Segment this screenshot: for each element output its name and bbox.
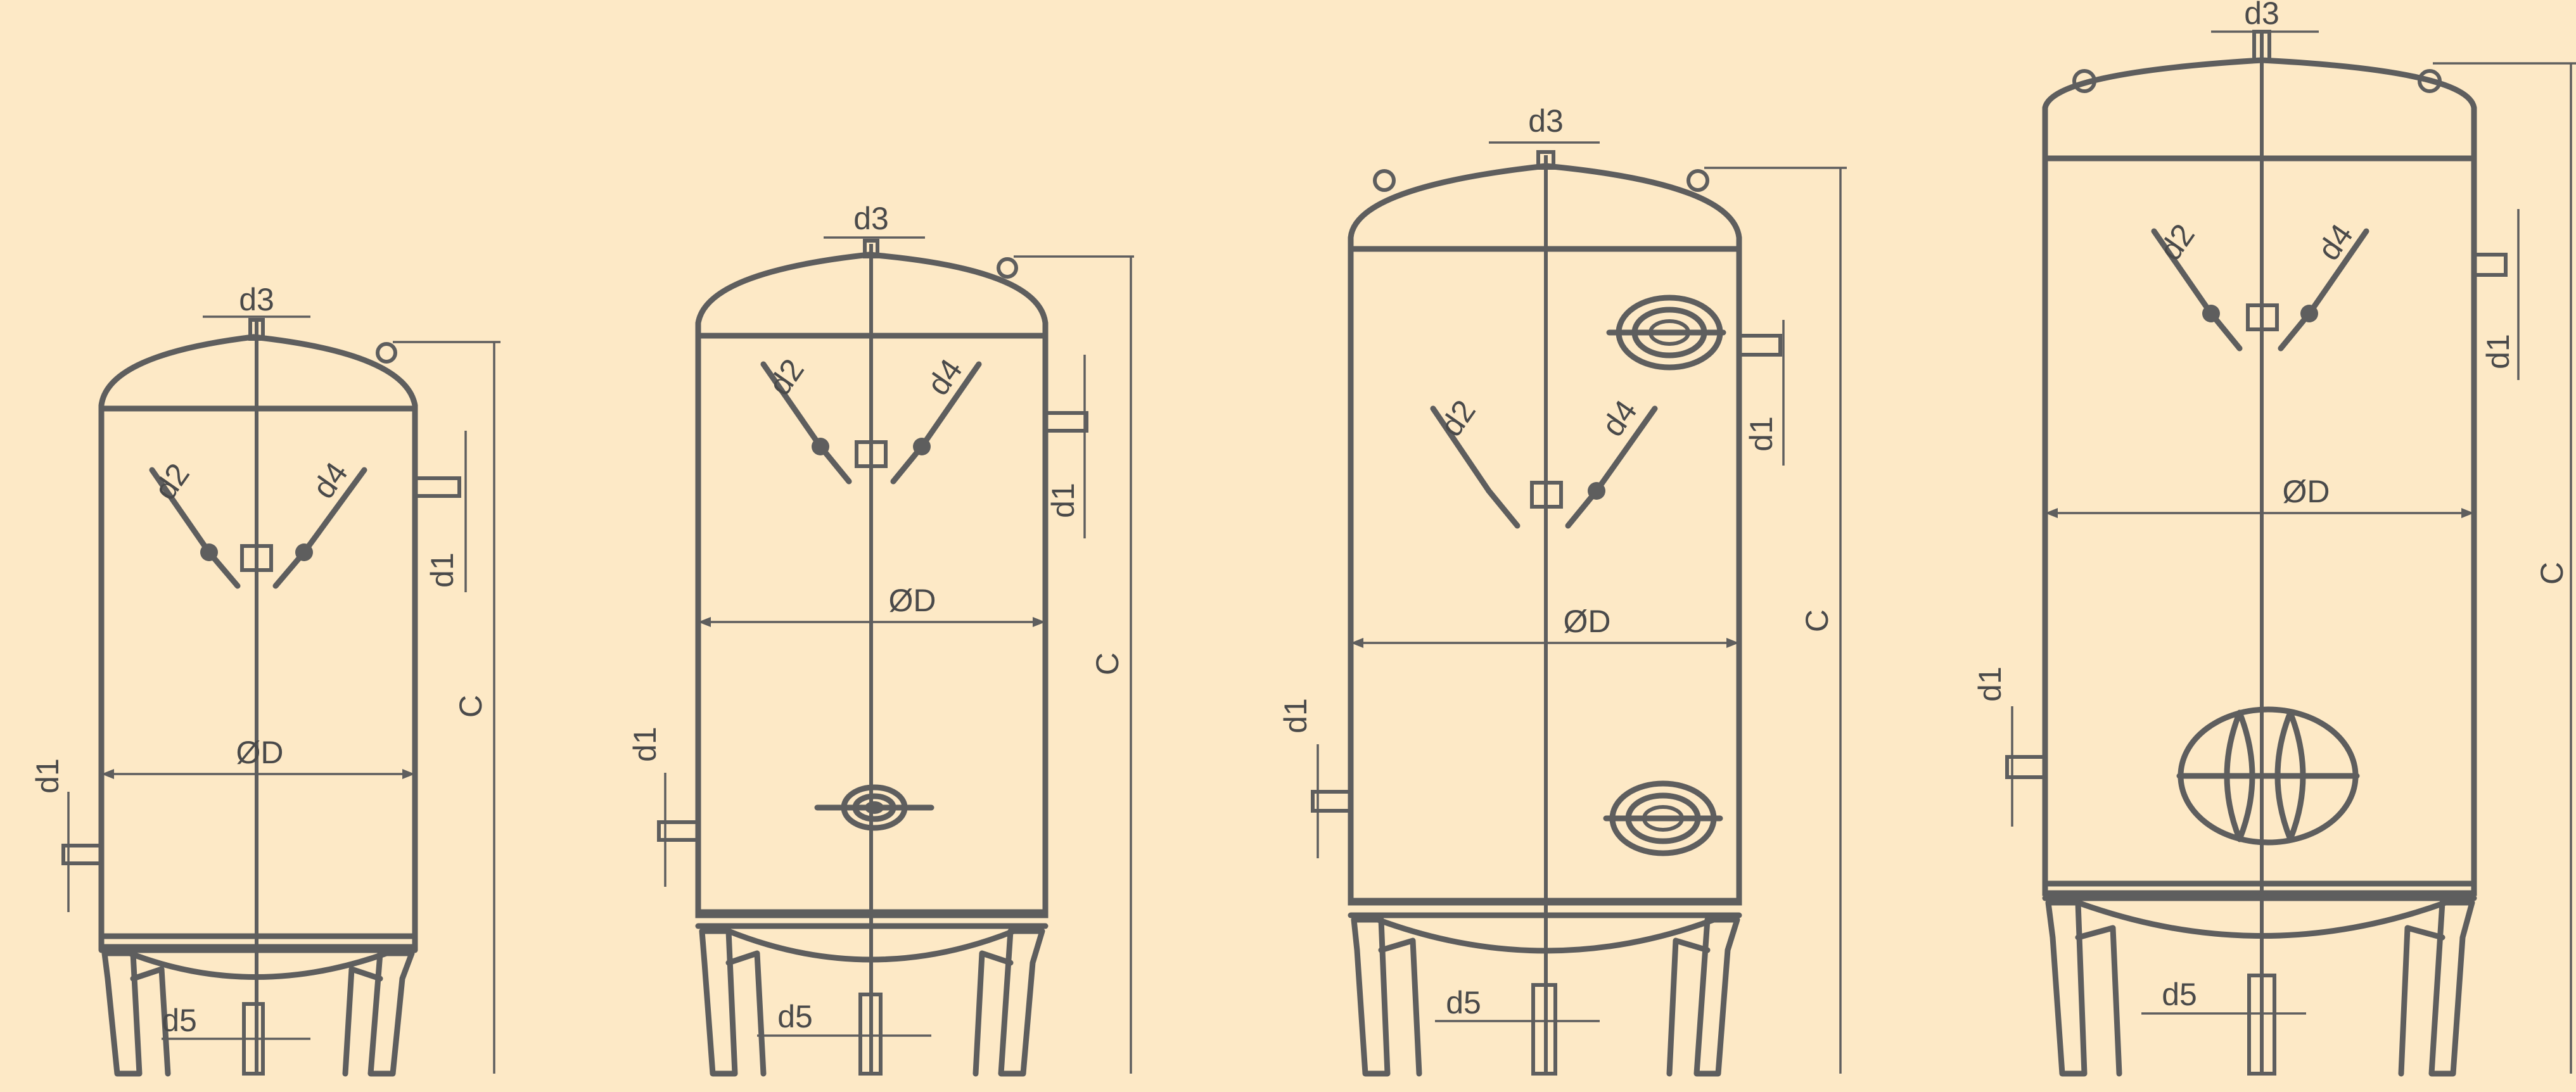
d5-label: d5 [2162, 977, 2197, 1012]
d3-label: d3 [853, 201, 889, 236]
d1-side-label: d1 [2480, 334, 2516, 369]
d5-label: d5 [162, 1003, 197, 1038]
d1-side-label: d1 [424, 552, 460, 588]
d5-label: d5 [1446, 985, 1481, 1020]
d1-side-label: d1 [1744, 416, 1779, 452]
height-label: C [453, 695, 488, 718]
d3-label: d3 [2244, 0, 2280, 31]
height-label: C [2534, 562, 2570, 585]
d1-lower-label: d1 [1278, 698, 1313, 733]
diameter-label: ØD [236, 735, 284, 770]
height-label: C [1799, 609, 1835, 632]
d3-label: d3 [1528, 103, 1564, 139]
tank-2: ØD d3 d2 d4 d1 d1 d5 C [627, 201, 1134, 1077]
d5-label: d5 [777, 999, 813, 1034]
d3-label: d3 [239, 282, 274, 317]
d1-lower-label: d1 [30, 758, 65, 794]
d1-lower-label: d1 [627, 727, 663, 762]
tank-1: ØD d3 d2 d4 d1 d1 d5 C [30, 282, 501, 1077]
diameter-label: ØD [1564, 604, 1611, 639]
d1-side-label: d1 [1045, 483, 1081, 518]
diameter-label: ØD [2283, 474, 2330, 509]
tank-3: ØD d3 d2 d4 d1 d1 d5 C [1278, 103, 1847, 1077]
d1-lower-label: d1 [1972, 666, 2008, 702]
tank-4: ØD d3 d2 d4 d1 d1 d5 C [1972, 0, 2576, 1077]
height-label: C [1090, 652, 1125, 675]
diameter-label: ØD [889, 583, 936, 618]
